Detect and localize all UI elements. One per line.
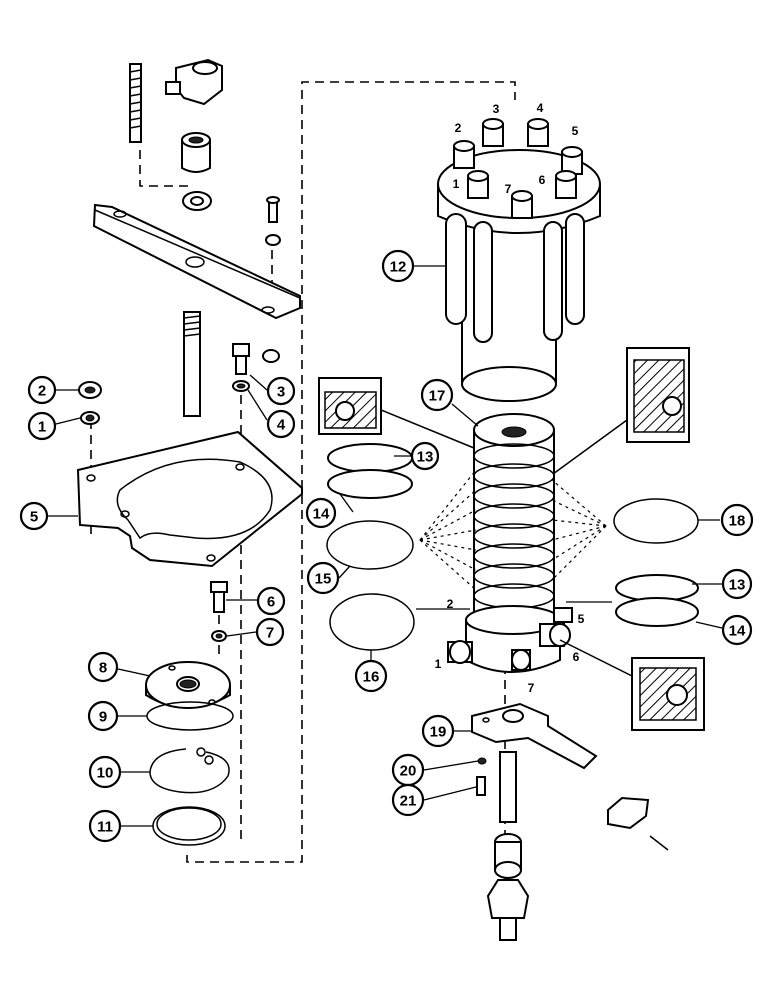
rotor-body bbox=[447, 413, 573, 673]
manifold-housing bbox=[437, 118, 601, 402]
port-label: 5 bbox=[578, 612, 585, 626]
svg-text:3: 3 bbox=[277, 384, 285, 401]
svg-text:6: 6 bbox=[267, 594, 275, 611]
callout-18: 18 bbox=[720, 503, 754, 537]
manifold-port-labels: 1 2 3 4 5 6 7 bbox=[453, 101, 579, 196]
callout-6: 6 bbox=[256, 586, 286, 616]
svg-text:2: 2 bbox=[38, 383, 46, 400]
callout-13b: 13 bbox=[721, 568, 753, 600]
lower-left-parts bbox=[145, 581, 234, 846]
port-label: 1 bbox=[435, 657, 442, 671]
port-label: 4 bbox=[537, 101, 544, 115]
callout-13: 13 bbox=[410, 441, 440, 471]
callout-11: 11 bbox=[88, 809, 122, 843]
port-label: 1 bbox=[453, 177, 460, 191]
seal-section-inset-bottom bbox=[559, 639, 705, 731]
seal-rings bbox=[326, 443, 699, 651]
callout-16: 16 bbox=[354, 659, 388, 693]
body-port-labels: 1 2 5 6 7 bbox=[435, 597, 585, 695]
svg-text:1: 1 bbox=[38, 419, 46, 436]
svg-text:17: 17 bbox=[429, 388, 446, 405]
port-label: 7 bbox=[505, 182, 512, 196]
svg-text:13: 13 bbox=[729, 577, 746, 594]
callout-3: 3 bbox=[266, 376, 296, 406]
callout-21: 21 bbox=[391, 783, 425, 817]
callout-5: 5 bbox=[19, 501, 49, 531]
svg-text:14: 14 bbox=[313, 506, 330, 523]
callout-19: 19 bbox=[421, 714, 455, 748]
callout-2: 2 bbox=[27, 375, 57, 405]
upper-bracket-assembly bbox=[78, 58, 301, 425]
svg-text:13: 13 bbox=[417, 449, 434, 466]
lever-and-lower-fittings bbox=[471, 702, 669, 941]
seal-section-inset-left bbox=[318, 377, 475, 449]
callout-20: 20 bbox=[391, 753, 425, 787]
port-label: 7 bbox=[528, 681, 535, 695]
svg-text:10: 10 bbox=[97, 765, 114, 782]
svg-text:7: 7 bbox=[266, 625, 274, 642]
svg-text:18: 18 bbox=[729, 513, 746, 530]
svg-text:4: 4 bbox=[277, 417, 286, 434]
svg-text:14: 14 bbox=[729, 623, 746, 640]
svg-text:12: 12 bbox=[390, 259, 407, 276]
callout-7: 7 bbox=[255, 617, 285, 647]
callout-12: 12 bbox=[381, 249, 415, 283]
svg-text:19: 19 bbox=[430, 724, 447, 741]
svg-text:5: 5 bbox=[30, 509, 38, 526]
mounting-plate bbox=[76, 430, 303, 568]
seal-section-inset-right bbox=[552, 347, 690, 475]
port-label: 3 bbox=[493, 102, 500, 116]
seal-leader-lines bbox=[419, 469, 607, 591]
callout-10: 10 bbox=[88, 755, 122, 789]
port-label: 5 bbox=[572, 124, 579, 138]
callout-circles: 1 2 3 4 5 6 7 8 9 10 11 12 13 14 15 16 1… bbox=[19, 249, 754, 843]
port-label: 6 bbox=[573, 650, 580, 664]
callout-8: 8 bbox=[87, 651, 119, 683]
callout-17: 17 bbox=[420, 378, 454, 412]
callout-15: 15 bbox=[306, 561, 340, 595]
callout-leaders bbox=[48, 265, 723, 827]
port-label: 2 bbox=[447, 597, 454, 611]
svg-text:8: 8 bbox=[99, 660, 107, 677]
svg-text:15: 15 bbox=[315, 571, 332, 588]
port-label: 6 bbox=[539, 173, 546, 187]
callout-14: 14 bbox=[305, 497, 337, 529]
svg-text:16: 16 bbox=[363, 669, 380, 686]
callout-14b: 14 bbox=[721, 614, 753, 646]
callout-4: 4 bbox=[266, 409, 296, 439]
port-label: 2 bbox=[455, 121, 462, 135]
callout-9: 9 bbox=[87, 700, 119, 732]
svg-text:9: 9 bbox=[99, 709, 107, 726]
svg-text:20: 20 bbox=[400, 763, 417, 780]
callout-1: 1 bbox=[27, 411, 57, 441]
svg-text:11: 11 bbox=[97, 819, 113, 836]
svg-text:21: 21 bbox=[400, 793, 417, 810]
